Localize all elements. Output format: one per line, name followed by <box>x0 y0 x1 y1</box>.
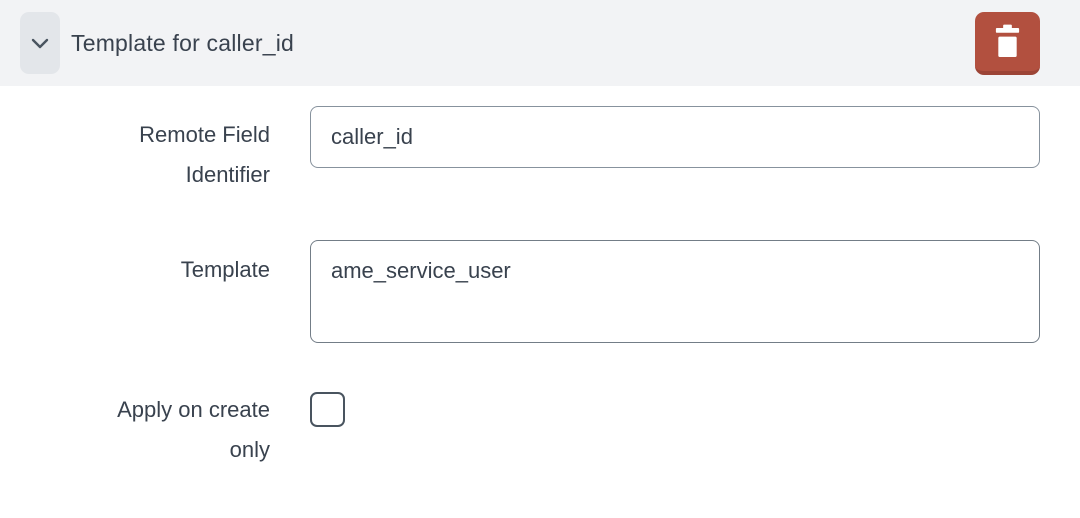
chevron-down-icon <box>31 38 49 49</box>
apply-on-create-only-checkbox[interactable] <box>310 392 345 427</box>
template-form: Remote Field Identifier Template ame_ser… <box>0 86 1080 470</box>
template-section: Template for caller_id Remote Field Iden… <box>0 0 1080 470</box>
section-header: Template for caller_id <box>0 0 1080 86</box>
template-label: Template <box>180 257 270 282</box>
section-title: Template for caller_id <box>71 29 295 56</box>
remote-field-identifier-label: Remote Field Identifier <box>139 122 270 187</box>
collapse-toggle-button[interactable] <box>20 12 60 74</box>
delete-button[interactable] <box>975 11 1040 75</box>
trash-icon <box>995 24 1020 57</box>
apply-on-create-only-label: Apply on create only <box>117 397 270 462</box>
template-textarea[interactable]: ame_service_user <box>310 240 1040 343</box>
form-row-remote-field-identifier: Remote Field Identifier <box>0 106 1080 195</box>
form-row-template: Template ame_service_user <box>0 240 1080 343</box>
remote-field-identifier-input[interactable] <box>310 106 1040 168</box>
form-row-apply-on-create-only: Apply on create only <box>0 390 1080 470</box>
